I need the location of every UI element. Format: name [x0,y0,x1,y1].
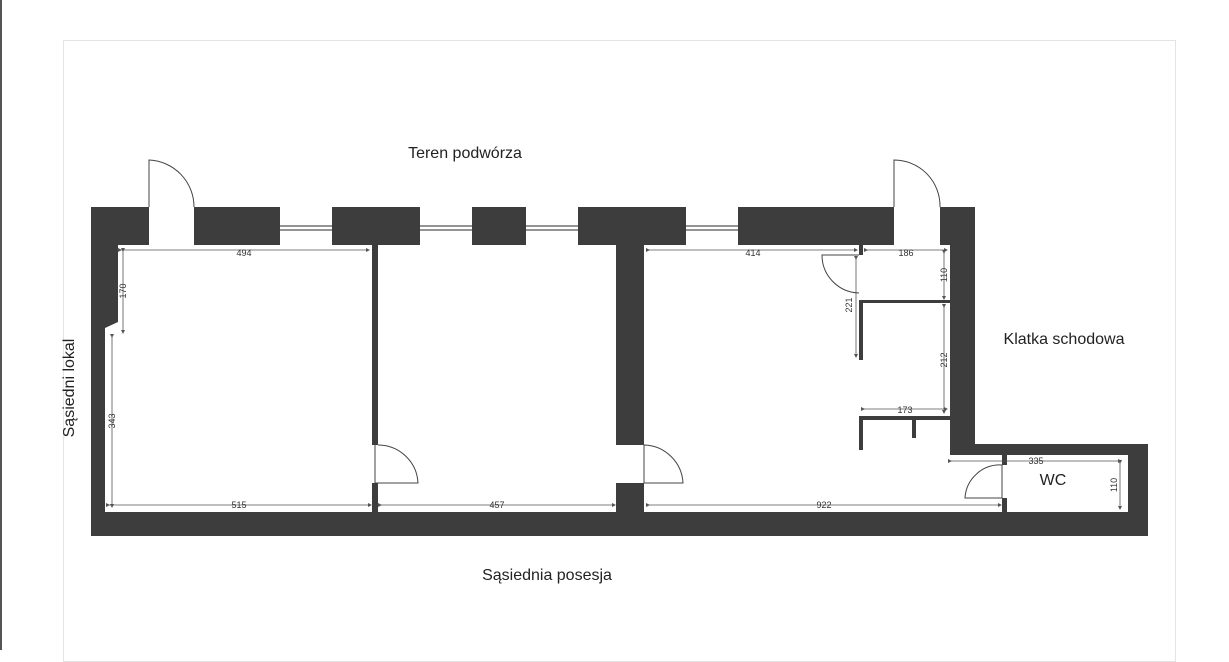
page-edge-line [0,0,2,650]
dim-room1-top: 494 [236,248,251,258]
wall-left [91,207,118,536]
dim-wc-right: 110 [1109,478,1119,492]
wall-bottom [91,512,1148,536]
wall-top-4 [472,207,526,245]
hall-wall-a [859,245,863,255]
hall-wall-c [859,300,950,303]
door-room2-3 [643,444,684,484]
label-left: Sąsiedni lokal [61,339,78,438]
wc-wall-a [1002,455,1007,465]
hall-wall-f [912,416,916,438]
dimension-values: 494 170 343 515 457 414 186 110 221 212 … [107,248,1119,510]
door-entrance-left [148,159,195,208]
dim-room3-top-right: 186 [898,248,913,258]
hall-wall-d [859,416,950,420]
door-hall [821,254,860,294]
door-entrance-right [893,159,941,208]
hall-wall-e [859,416,863,450]
wall-right [950,207,1148,536]
wall-top-6 [738,207,894,245]
label-wc: WC [1040,472,1067,489]
dimension-lines [106,248,1122,510]
wall-top-3 [332,207,420,245]
dim-room3-right-middle: 212 [939,352,949,367]
wc-wall-b [1002,498,1007,513]
windows [280,225,738,231]
partition-1b [372,483,378,513]
dim-room1-left: 343 [107,413,117,428]
area-labels: Teren podwórza Sąsiednia posesja Sąsiedn… [61,145,1125,584]
door-wc [964,464,1003,499]
label-right: Klatka schodowa [1004,331,1125,348]
label-bottom: Sąsiednia posesja [482,567,612,584]
wall-top-2 [194,207,280,245]
dim-room3-bottom: 922 [816,500,831,510]
label-top: Teren podwórza [408,145,522,162]
partition-2 [616,245,644,445]
dim-room3-right-upper: 110 [939,268,949,282]
dim-room1-left-upper: 170 [118,283,128,298]
partition-2b [616,483,644,513]
dim-room3-cupboard: 173 [897,405,912,415]
dim-room3-top: 414 [745,248,760,258]
door-room1-2 [374,444,419,484]
doors [148,159,1003,499]
wall-top-5 [578,207,686,245]
hall-wall-b [859,300,863,360]
partition-1 [372,245,378,445]
walls [91,207,1148,536]
dim-room3-inner-upper: 221 [844,297,854,312]
dim-room1-bottom: 515 [231,500,246,510]
dim-room2-bottom: 457 [489,500,504,510]
dim-wc-top: 335 [1028,456,1043,466]
